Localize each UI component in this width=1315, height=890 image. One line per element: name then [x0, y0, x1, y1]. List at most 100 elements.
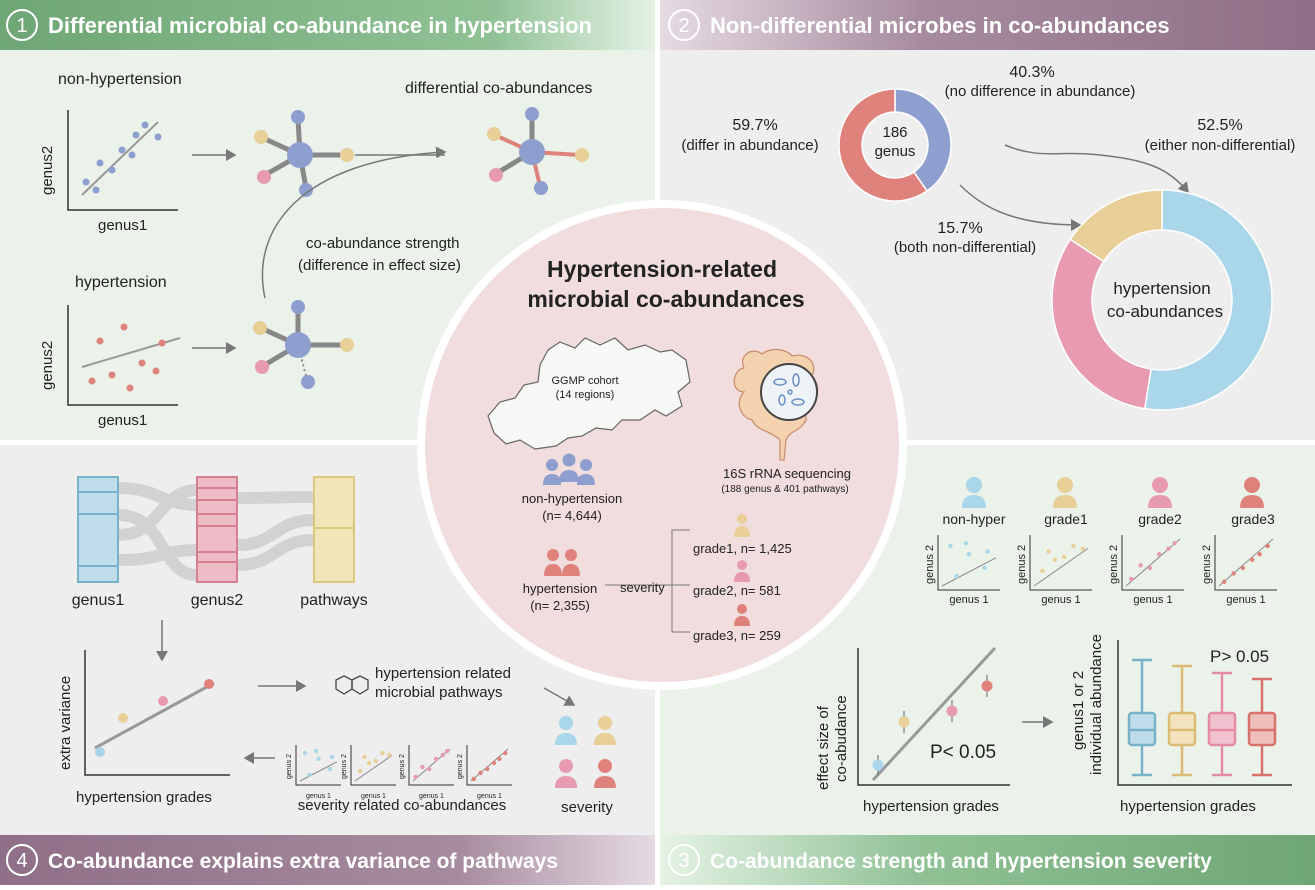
person-icon [555, 759, 577, 788]
coabundance-donut [1051, 189, 1273, 411]
p4-mini-scatter-0: genus 1 genus 2 [286, 745, 341, 800]
panel2-title: Non-differential microbes in co-abundanc… [710, 13, 1170, 38]
center-grade2: grade2, n= 581 [693, 583, 781, 598]
panel4-header: 4 Co-abundance explains extra variance o… [6, 844, 558, 876]
nonhyp-x-label: genus1 [98, 217, 147, 234]
variance-point-nonhyper [95, 747, 105, 757]
panel1-header: 1 Differential microbial co-abundance in… [6, 9, 592, 41]
severity-people [555, 716, 616, 788]
person-icon [594, 759, 616, 788]
mini-x-label: genus 1 [949, 594, 988, 606]
variance-point-grade3 [204, 679, 214, 689]
person-icon [734, 560, 750, 582]
variance-axes [84, 650, 230, 776]
pathways-line2: microbial pathways [375, 684, 503, 701]
strength-label-line2: (difference in effect size) [298, 257, 461, 274]
slice-other [1051, 238, 1152, 410]
sequencing-detail: (188 genus & 401 pathways) [721, 484, 848, 495]
cohort-regions: (14 regions) [556, 389, 615, 401]
p3-grades-label-right: hypertension grades [1120, 798, 1256, 815]
grade-people [734, 514, 750, 626]
mini-x-label: genus 1 [1041, 594, 1080, 606]
mini-y-label: genus 2 [1108, 545, 1120, 584]
arrow-to-differential [261, 146, 447, 299]
nonhyp-scatter-axes [67, 110, 178, 211]
effect-points [872, 675, 993, 775]
panel4-header-bar [0, 835, 655, 885]
either-label: (either non-differential) [1145, 137, 1296, 154]
p4-mini-scatter-1: genus 1 genus 2 [341, 745, 396, 800]
person-icon [1240, 477, 1264, 508]
panel2-number: 2 [678, 15, 689, 37]
arrow-both [959, 184, 1082, 231]
severity-coabundance-label: severity related co-abundances [298, 797, 506, 814]
center-severity-label: severity [620, 580, 665, 595]
panel4-title: Co-abundance explains extra variance of … [48, 850, 558, 873]
panel3-header: 3 Co-abundance strength and hypertension… [668, 844, 1212, 876]
mini-x-label: genus 1 [361, 793, 386, 800]
panel1-content: non-hypertension genus1 genus2 hypertens… [39, 71, 592, 429]
center-hyp-n: (n= 2,355) [530, 598, 590, 613]
sankey-flows [118, 482, 315, 581]
variance-point-grade1 [118, 713, 128, 723]
panel3-header-bar [660, 835, 1315, 885]
gut-icon [733, 348, 819, 461]
abundance-boxplots [1127, 658, 1277, 777]
group-nonhyper: non-hyper [942, 511, 1005, 527]
abundance-axes [1117, 640, 1292, 786]
panel1-header-bar [0, 0, 655, 50]
p-high: P> 0.05 [1210, 647, 1269, 666]
mini-y-label: genus 2 [286, 754, 293, 779]
group-people [962, 477, 1264, 508]
panel4-number: 4 [16, 850, 27, 872]
hyp-network [253, 300, 354, 389]
person-icon [962, 477, 986, 508]
center-nonhyp-n: (n= 4,644) [542, 508, 602, 523]
center-hyp-label: hypertension [523, 581, 597, 596]
effect-axes [857, 648, 1010, 786]
group-grade1: grade1 [1044, 511, 1088, 527]
severity-mini-scatters: genus 1 genus 2 genus 1 genus 2 genus 1 genus… [286, 745, 512, 800]
panel1-number: 1 [16, 15, 27, 37]
differential-network [487, 107, 589, 195]
cohort-label: GGMP cohort [551, 375, 618, 387]
pathways-bar [313, 476, 355, 583]
mini-y-label: genus 2 [341, 754, 348, 779]
genus-unit: genus [875, 143, 916, 160]
genus2-bar [196, 476, 238, 583]
genus-count: 186 [882, 124, 907, 141]
pct-both: 15.7% [937, 220, 982, 237]
effect-trend [871, 646, 997, 782]
effect-label-line1: effect size of [815, 705, 832, 790]
boxplot-3 [1247, 677, 1277, 777]
p3-grades-label-left: hypertension grades [863, 798, 999, 815]
mini-y-label: genus 2 [1016, 545, 1028, 584]
differential-coabundance-label: differential co-abundances [405, 80, 592, 97]
panel2-content: 186 genus 40.3% (no difference in abunda… [681, 64, 1296, 411]
nonhyp-y-label: genus2 [39, 146, 56, 195]
mini-x-label: genus 1 [306, 793, 331, 800]
strength-label-line1: co-abundance strength [306, 235, 459, 252]
person-icon [1148, 477, 1172, 508]
arrow-to-severity [543, 687, 576, 706]
hyp-scatter-axes [67, 305, 178, 406]
person-icon [734, 514, 750, 537]
panel4-content: genus1 genus2 pathways extra variance hy… [57, 476, 616, 816]
both-label: (both non-differential) [894, 239, 1036, 256]
mini-y-label: genus 2 [1201, 545, 1213, 584]
slice-both [1069, 189, 1163, 263]
variance-point-grade2 [158, 696, 168, 706]
nodiff-label: (no difference in abundance) [945, 83, 1136, 100]
genus1-bar [77, 476, 119, 583]
genus2-label: genus2 [191, 592, 244, 609]
p4-mini-scatter-2: genus 1 genus 2 [399, 745, 454, 800]
microbe-dish-icon [760, 363, 818, 421]
differ-label: (differ in abundance) [681, 137, 818, 154]
variance-trend [94, 681, 215, 750]
mini-x-label: genus 1 [419, 793, 444, 800]
mini-y-label: genus 2 [399, 754, 406, 779]
